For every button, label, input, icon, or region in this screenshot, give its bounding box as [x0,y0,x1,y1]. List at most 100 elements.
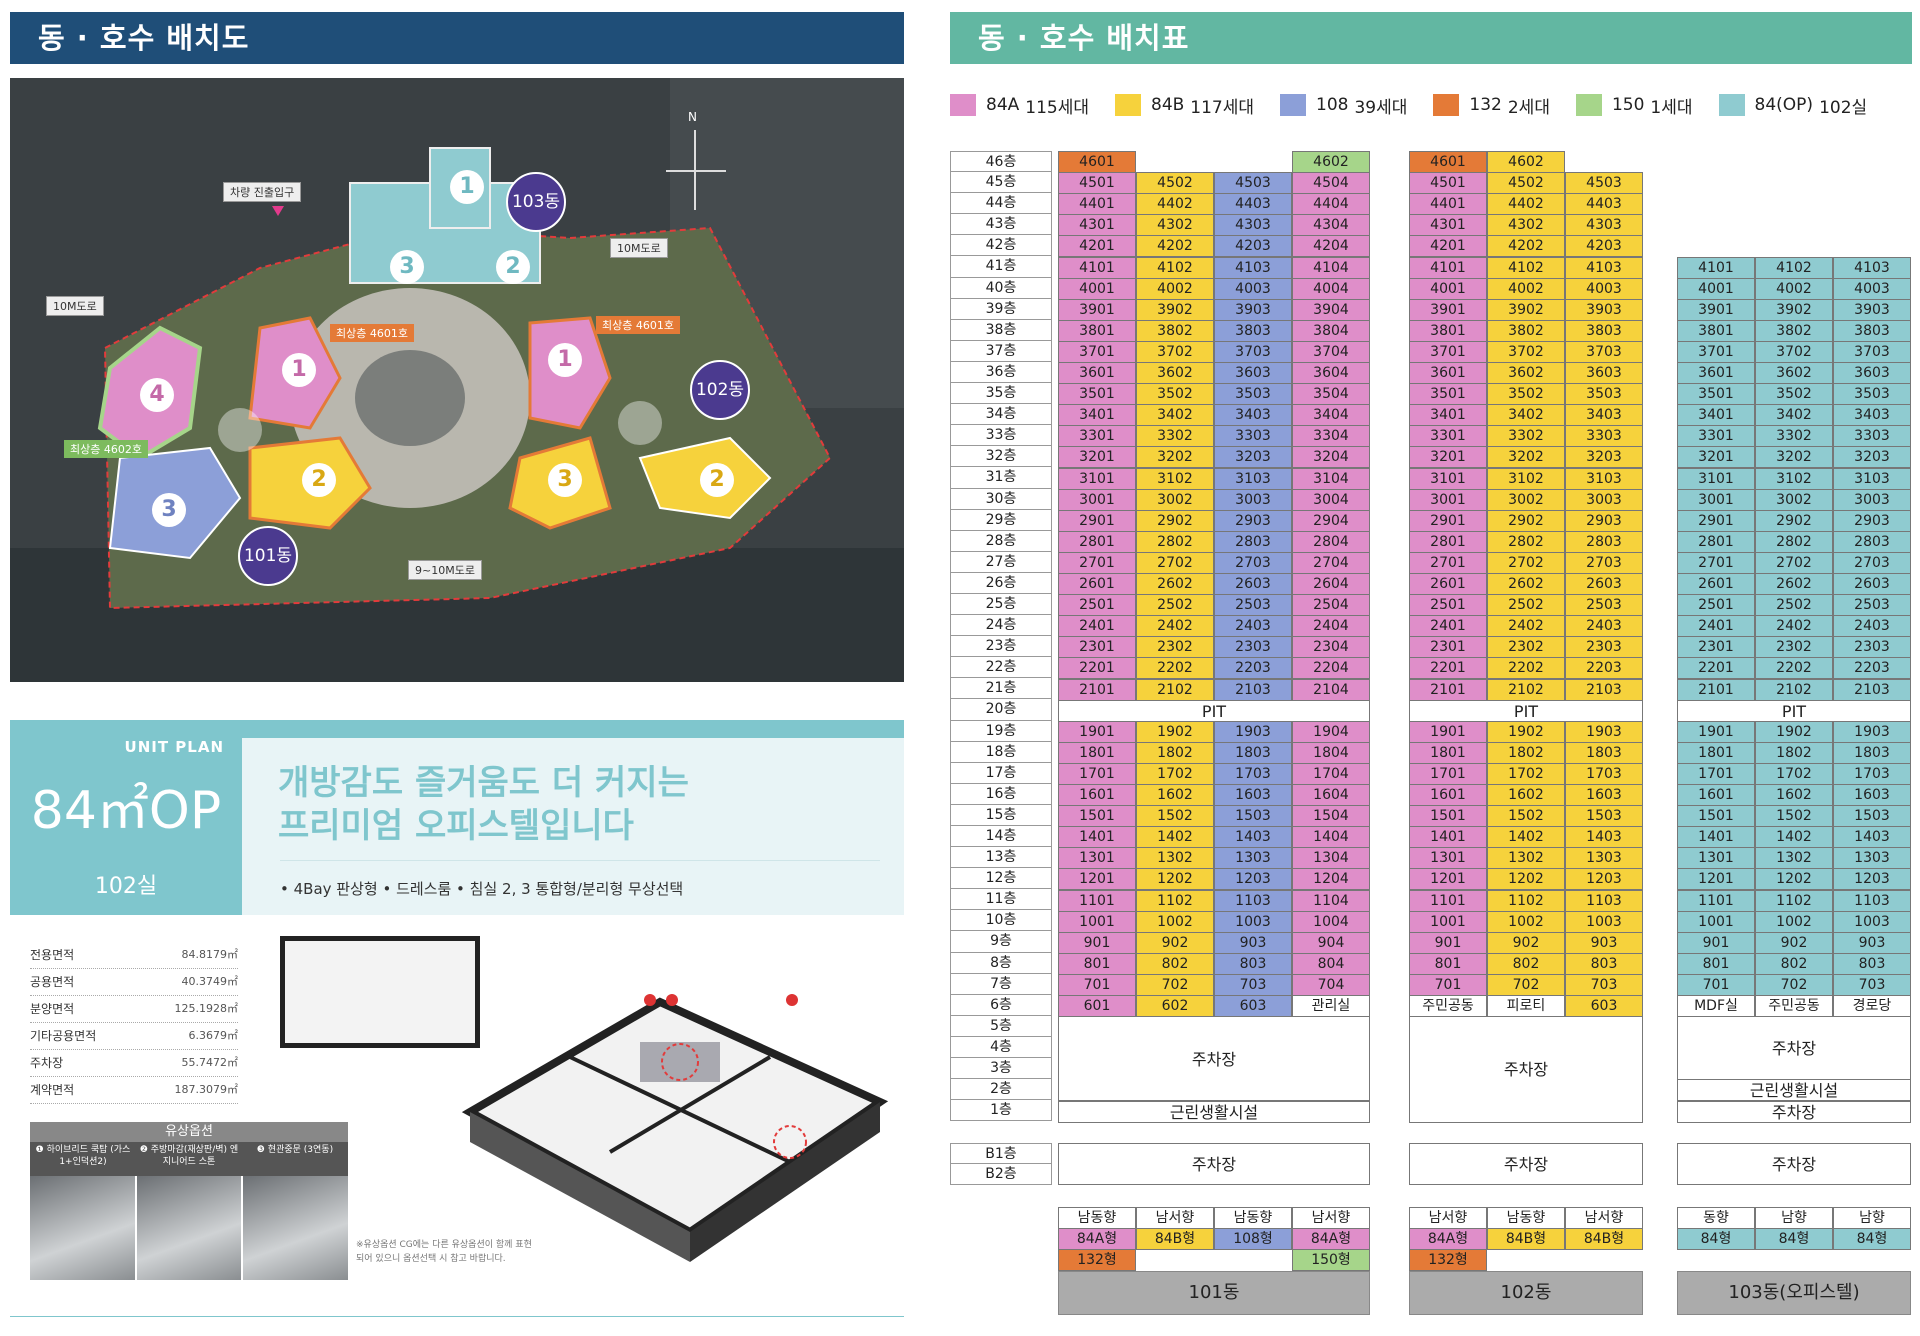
unit-cell: 2302 [1755,636,1833,659]
wing-number: 1 [548,343,582,377]
unit-cell: 3503 [1565,383,1643,406]
floor-label: 9층 [950,931,1052,953]
type-cell: 132형 [1058,1249,1136,1271]
type-cell: 84A형 [1292,1228,1370,1250]
unit-cell: 1401 [1409,826,1487,849]
floor-label: 45층 [950,172,1052,194]
floor-label: 42층 [950,235,1052,257]
unit-cell: 1203 [1833,868,1911,891]
unit-cell: 4202 [1136,235,1214,258]
unit-cell: 4103 [1565,256,1643,279]
unit-cell: 4002 [1136,277,1214,300]
legend-swatch [1433,94,1460,116]
floor-label: 13층 [950,847,1052,869]
unit-cell: 2802 [1755,530,1833,553]
unit-cell: 2502 [1755,594,1833,617]
unit-badge: UNIT PLAN 84㎡OP 102실 [10,720,242,915]
floor-label: 10층 [950,910,1052,932]
unit-cell: 2903 [1214,509,1292,532]
unit-cell: 702 [1487,973,1565,996]
unit-cell: 3202 [1136,446,1214,469]
direction-cell: 남동향 [1058,1207,1136,1230]
unit-cell: 2501 [1058,594,1136,617]
unit-cell: 1102 [1487,889,1565,912]
legend-item: 84(OP)102실 [1718,93,1867,118]
floor-label: B1층 [950,1143,1052,1165]
unit-cell: 2702 [1487,551,1565,574]
unit-cell: 1403 [1565,826,1643,849]
unit-cell: 3303 [1833,425,1911,448]
unit-cell: 4401 [1058,193,1136,216]
unit-cell: 3903 [1565,298,1643,321]
unit-cell: 3602 [1487,362,1565,385]
unit-cell: 3401 [1409,404,1487,427]
unit-cell: 4204 [1292,235,1370,258]
unit-cell: 3701 [1058,340,1136,363]
legend-swatch [1575,94,1602,116]
type-cell: 84B형 [1136,1228,1214,1250]
unit-cell: 3102 [1487,467,1565,490]
floor-label: 1층 [950,1100,1052,1122]
unit-cell: 3203 [1214,446,1292,469]
unit-cell: 4601 [1409,151,1487,174]
unit-cell: 4402 [1136,193,1214,216]
unit-cell: 4003 [1833,277,1911,300]
pit-row: PIT [1409,699,1643,722]
unit-cell: 901 [1677,931,1755,954]
floor-label: 19층 [950,720,1052,742]
floor-label: 17층 [950,762,1052,784]
building-102-badge: 102동 [690,360,750,420]
retail-block: 근린생활시설 [1058,1100,1370,1123]
unit-cell: 1002 [1136,910,1214,933]
unit-cell: 1502 [1136,805,1214,828]
unit-cell: 관리실 [1292,995,1370,1018]
unit-cell: 1302 [1487,847,1565,870]
unit-cell: 4001 [1677,277,1755,300]
parking-block: 주차장 [1677,1016,1911,1081]
unit-cell: 4102 [1755,256,1833,279]
option-label: ❷ 주방마감(재상판/벽) 엔지니어드 스톤 [139,1145,239,1167]
unit-cell: 1802 [1755,741,1833,764]
unit-cell: 3501 [1058,383,1136,406]
unit-cell: 1601 [1409,784,1487,807]
unit-cell: 1002 [1755,910,1833,933]
unit-cell: 4601 [1058,151,1136,174]
unit-cell: 1901 [1058,720,1136,743]
floor-label: 30층 [950,488,1052,510]
unit-cell: 2304 [1292,636,1370,659]
unit-cell: 1501 [1677,805,1755,828]
floor-label: 5층 [950,1015,1052,1037]
direction-cell: 남서향 [1409,1207,1487,1229]
unit-cell: 2804 [1292,530,1370,553]
unit-cell: 3803 [1214,319,1292,342]
unit-cell: 1903 [1833,720,1911,743]
unit-cell: 803 [1833,952,1911,975]
unit-cell: 3802 [1755,319,1833,342]
unit-cell: 3702 [1136,340,1214,363]
unit-cell: 3503 [1214,383,1292,406]
unit-cell: 4403 [1214,193,1292,216]
unit-cell: 3003 [1565,488,1643,511]
unit-cell: 2701 [1058,551,1136,574]
floor-label: 28층 [950,530,1052,552]
type-cell: 108형 [1214,1228,1292,1250]
unit-cell: 3202 [1487,446,1565,469]
unit-cell: 2701 [1677,551,1755,574]
unit-cell: 3201 [1058,446,1136,469]
divider [280,860,880,861]
options-images [30,1176,349,1280]
type-cell: 84형 [1677,1228,1755,1250]
option-image [30,1176,135,1280]
unit-cell: 1304 [1292,847,1370,870]
unit-cell: 1803 [1565,741,1643,764]
unit-cell: 2801 [1058,530,1136,553]
unit-cell: 2303 [1214,636,1292,659]
unit-cell: 3104 [1292,467,1370,490]
unit-cell: 4501 [1058,172,1136,195]
floor-plan-image [280,936,480,1048]
unit-cell: 4502 [1136,172,1214,195]
unit-cell: 1403 [1214,826,1292,849]
